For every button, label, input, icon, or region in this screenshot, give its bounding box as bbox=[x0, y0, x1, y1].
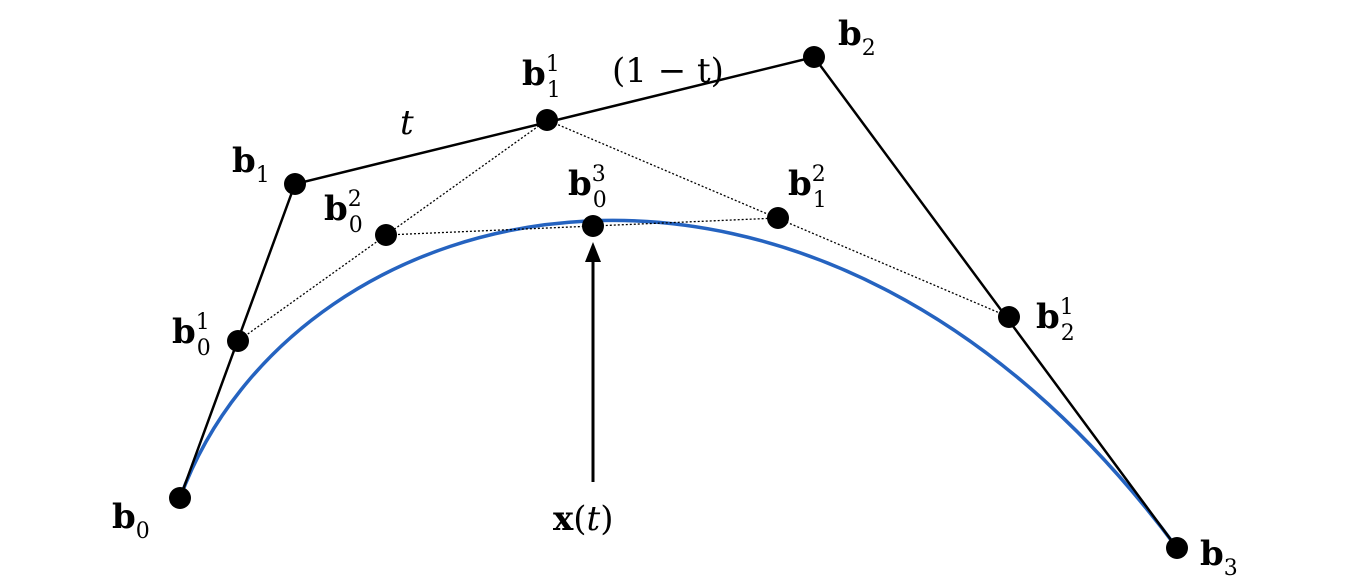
point-b1 bbox=[284, 173, 306, 195]
point-b3 bbox=[1166, 537, 1188, 559]
label-b2: b2 bbox=[838, 14, 876, 61]
points bbox=[169, 46, 1188, 559]
control-polygon bbox=[178, 55, 1179, 549]
point-b21 bbox=[998, 306, 1020, 328]
point-b12 bbox=[767, 207, 789, 229]
point-b03 bbox=[582, 215, 604, 237]
label-x-of-t: x(t) bbox=[553, 499, 613, 539]
point-b11 bbox=[536, 109, 558, 131]
point-b02 bbox=[375, 224, 397, 246]
label-b1: b1 bbox=[232, 141, 270, 188]
construction-line-level2 bbox=[385, 217, 779, 236]
segment-label-t: t bbox=[400, 103, 414, 143]
arrow-head-icon bbox=[585, 242, 601, 262]
bezier-curve bbox=[178, 218, 1179, 550]
point-b0 bbox=[169, 487, 191, 509]
label-b0: b0 bbox=[112, 497, 150, 544]
label-b3: b3 bbox=[1200, 534, 1238, 581]
point-b2 bbox=[803, 46, 825, 68]
point-b01 bbox=[227, 330, 249, 352]
segment-label-one-minus-t: (1 − t) bbox=[612, 51, 724, 91]
